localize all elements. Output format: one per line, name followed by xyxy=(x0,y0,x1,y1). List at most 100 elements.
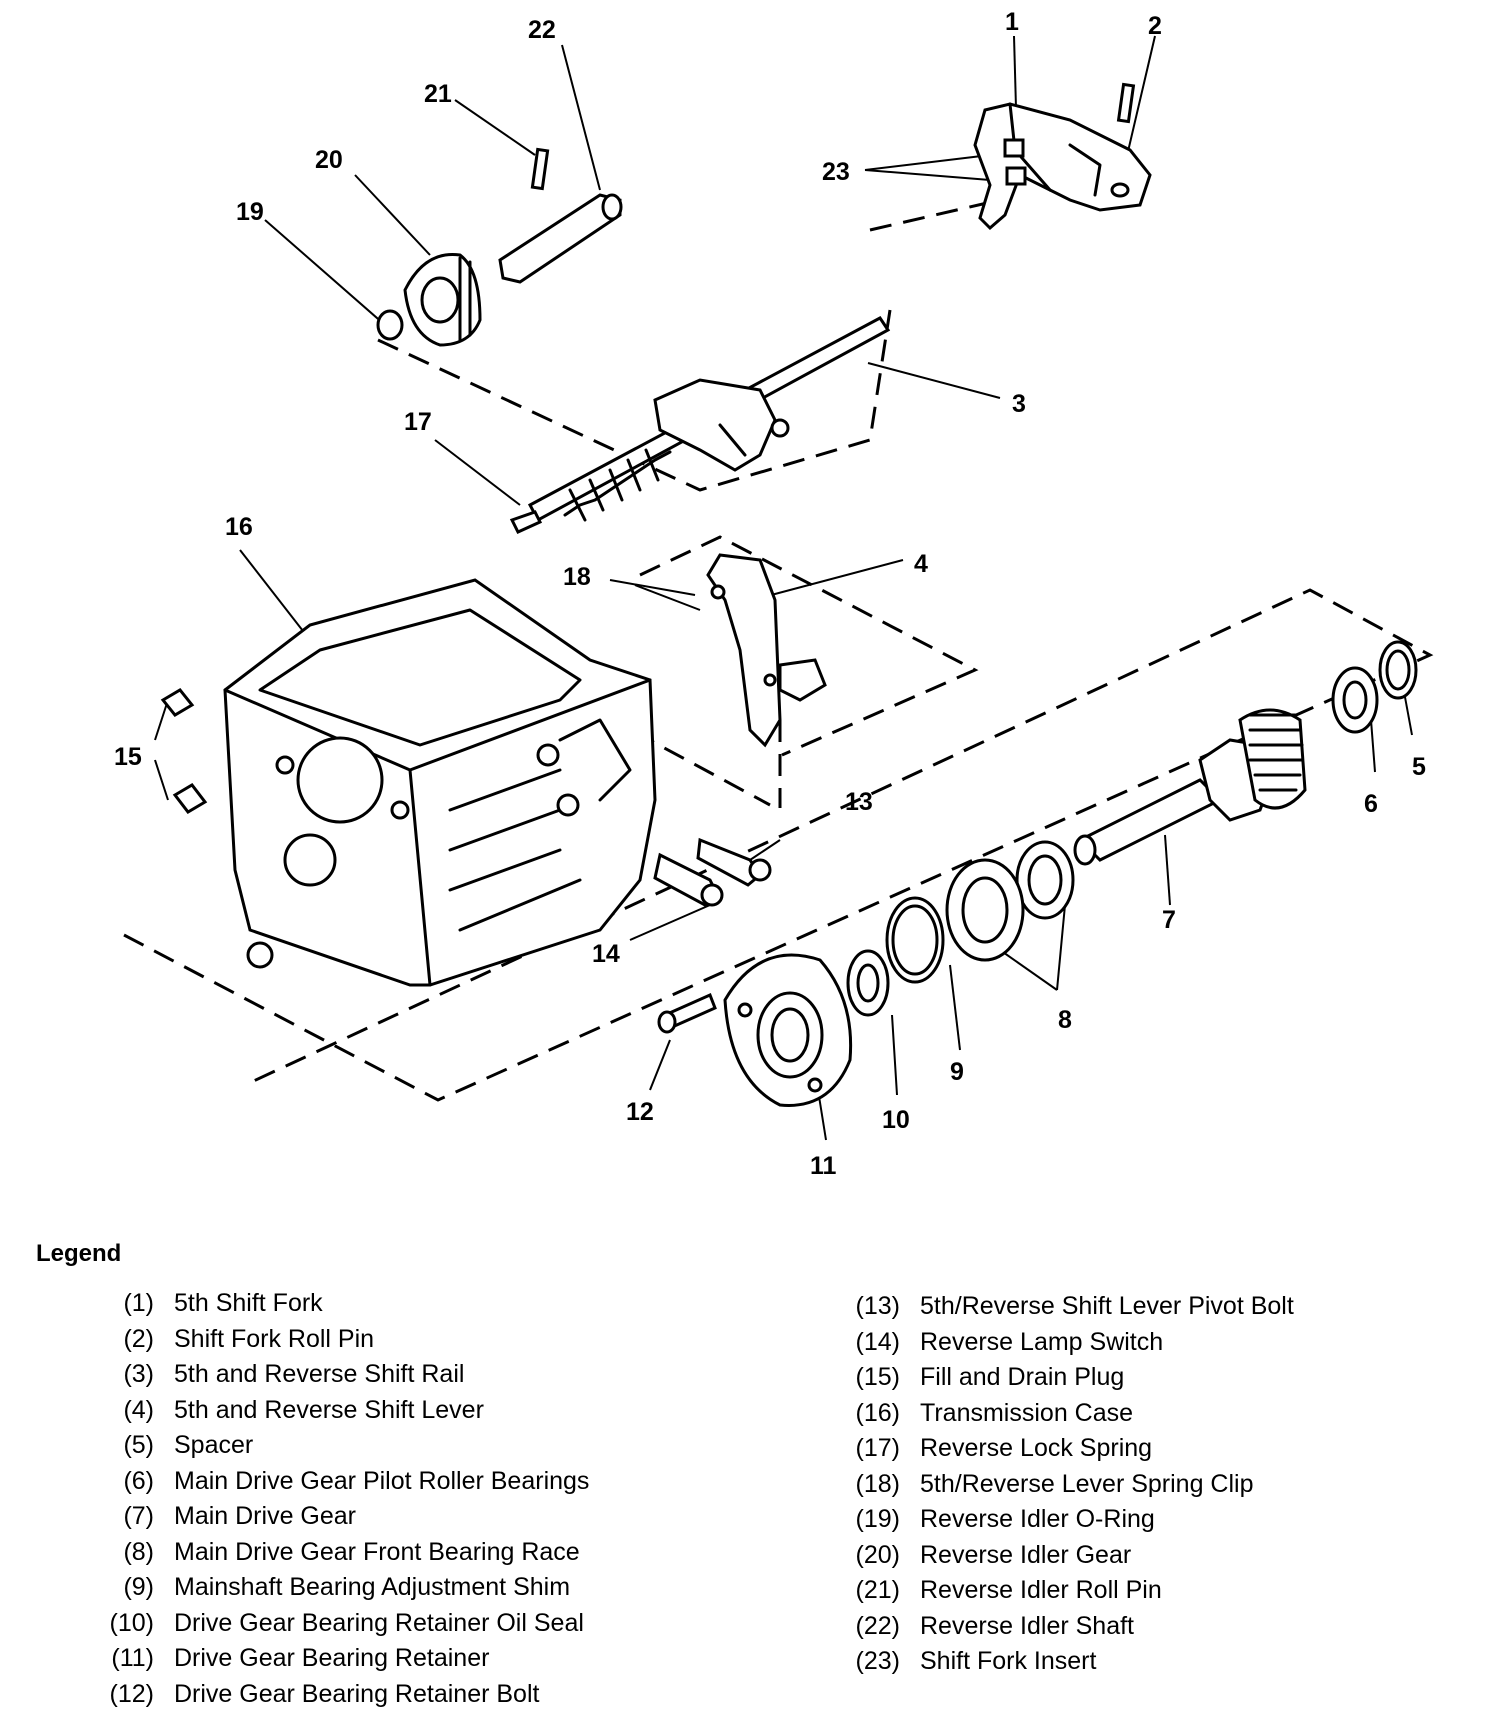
legend-item-number: (9) xyxy=(123,1573,154,1601)
legend-item-number: (12) xyxy=(109,1679,154,1708)
legend-item: (20)Reverse Idler Gear xyxy=(826,1539,1294,1575)
legend-item-number: (16) xyxy=(855,1398,900,1427)
callout-5: 5 xyxy=(1412,753,1426,781)
callout-1: 1 xyxy=(1005,8,1019,36)
bearing-race-part xyxy=(945,840,1075,962)
legend-item-label: Main Drive Gear Front Bearing Race xyxy=(174,1537,580,1566)
legend-item-number: (8) xyxy=(123,1537,154,1566)
reverse-idler-assembly xyxy=(376,147,623,347)
callout-6: 6 xyxy=(1364,790,1378,818)
legend-item-label: Fill and Drain Plug xyxy=(920,1363,1125,1391)
legend-item: (18) 5th/Reverse Lever Spring Clip xyxy=(826,1468,1294,1504)
legend-item-number: (10) xyxy=(109,1608,154,1637)
legend-item: (17) Reverse Lock Spring xyxy=(826,1432,1294,1468)
legend-item-number: (11) xyxy=(111,1644,154,1672)
callout-8: 8 xyxy=(1058,1006,1072,1034)
legend-column-left: (1)5th Shift Fork(2)Shift Fork Roll Pin(… xyxy=(80,1287,590,1714)
legend-item-number: (7) xyxy=(123,1502,154,1530)
legend-item-label: Main Drive Gear xyxy=(174,1502,356,1530)
spacer-part xyxy=(1378,640,1418,700)
legend-item-label: 5th and Reverse Shift Rail xyxy=(174,1360,465,1388)
legend-item-number: (18) xyxy=(855,1469,900,1498)
legend-item-label: Reverse Lock Spring xyxy=(920,1434,1153,1462)
callout-20: 20 xyxy=(315,146,343,174)
callout-4: 4 xyxy=(914,550,928,578)
callout-10: 10 xyxy=(882,1106,910,1134)
legend-item: (10) Drive Gear Bearing Retainer Oil Seal xyxy=(80,1607,589,1643)
legend-item: (6)Main Drive Gear Pilot Roller Bearings xyxy=(80,1465,589,1501)
legend-item: (7) Main Drive Gear xyxy=(80,1500,589,1536)
legend-item: (21)Reverse Idler Roll Pin xyxy=(826,1574,1294,1610)
legend-item: (12) Drive Gear Bearing Retainer Bolt xyxy=(80,1678,589,1714)
legend-item-number: (17) xyxy=(855,1434,900,1462)
roll-pin-part xyxy=(1116,82,1136,124)
legend-item: (8) Main Drive Gear Front Bearing Race xyxy=(80,1536,589,1572)
legend-item: (16) Transmission Case xyxy=(826,1397,1294,1433)
legend-item-label: Drive Gear Bearing Retainer xyxy=(174,1644,490,1672)
callout-13: 13 xyxy=(845,788,873,816)
legend-item: (4) 5th and Reverse Shift Lever xyxy=(80,1394,589,1430)
legend-item: (5)Spacer xyxy=(80,1429,589,1465)
legend-item-label: Drive Gear Bearing Retainer Oil Seal xyxy=(174,1608,584,1637)
legend-item-number: (4) xyxy=(123,1395,154,1424)
legend-item: (2) Shift Fork Roll Pin xyxy=(80,1323,589,1359)
callout-2: 2 xyxy=(1148,12,1162,40)
legend-item: (11) Drive Gear Bearing Retainer xyxy=(80,1642,589,1678)
callout-14: 14 xyxy=(592,940,620,968)
callout-11: 11 xyxy=(810,1152,837,1180)
pilot-roller-bearings-part xyxy=(1331,666,1379,734)
legend-item-number: (3) xyxy=(123,1360,154,1388)
legend-item-number: (21) xyxy=(855,1576,900,1604)
legend-item-number: (19) xyxy=(855,1505,900,1533)
legend-item-number: (15) xyxy=(855,1363,900,1391)
legend-item-label: Reverse Idler Shaft xyxy=(920,1611,1134,1640)
main-drive-gear-part xyxy=(1073,708,1307,866)
legend-title: Legend xyxy=(36,1240,122,1267)
shift-lever-part xyxy=(706,553,827,748)
legend-item-label: Shift Fork Insert xyxy=(920,1647,1097,1675)
callout-22: 22 xyxy=(528,16,556,44)
exploded-transmission-diagram: 1 2 3 4 5 6 7 8 9 10 11 12 13 14 15 16 1… xyxy=(114,8,1434,1180)
oil-seal-part xyxy=(846,949,890,1017)
transmission-case-part xyxy=(223,578,657,987)
legend-item: (1)5th Shift Fork xyxy=(80,1287,589,1323)
legend-item: (3) 5th and Reverse Shift Rail xyxy=(80,1358,589,1394)
legend-item-number: (20) xyxy=(855,1540,900,1569)
pivot-bolt-switch-parts xyxy=(653,837,772,907)
shift-rail-part xyxy=(509,316,891,534)
adjustment-shim-part xyxy=(885,896,945,984)
legend-item-label: Reverse Idler O-Ring xyxy=(920,1505,1155,1533)
legend-item: (13)5th/Reverse Shift Lever Pivot Bolt xyxy=(826,1290,1294,1326)
callout-19: 19 xyxy=(236,198,264,226)
parts-legend: Legend (1)5th Shift Fork(2) Shift Fork Ro… xyxy=(0,1230,1504,1710)
legend-item-number: (23) xyxy=(855,1647,900,1675)
callout-23: 23 xyxy=(822,158,850,186)
legend-item-label: Main Drive Gear Pilot Roller Bearings xyxy=(174,1466,590,1495)
legend-item-number: (2) xyxy=(123,1324,154,1353)
callout-15: 15 xyxy=(114,743,142,771)
legend-item-number: (22) xyxy=(855,1611,900,1640)
legend-item: (14) Reverse Lamp Switch xyxy=(826,1326,1294,1362)
legend-item-number: (13) xyxy=(855,1292,900,1320)
bearing-retainer-part xyxy=(723,953,853,1107)
callout-7: 7 xyxy=(1162,906,1176,934)
leader-lines xyxy=(154,35,1413,1141)
legend-item-label: 5th/Reverse Lever Spring Clip xyxy=(920,1469,1254,1498)
fill-drain-plugs-part xyxy=(160,688,208,814)
callout-16: 16 xyxy=(225,513,253,541)
legend-item-label: Reverse Lamp Switch xyxy=(920,1327,1164,1356)
legend-item: (19) Reverse Idler O-Ring xyxy=(826,1503,1294,1539)
shift-fork-part xyxy=(973,102,1152,231)
callout-numbers: 1 2 3 4 5 6 7 8 9 10 11 12 13 14 15 16 1… xyxy=(114,8,1426,1180)
legend-item-number: (5) xyxy=(123,1431,154,1459)
legend-item-label: Drive Gear Bearing Retainer Bolt xyxy=(174,1679,540,1708)
callout-21: 21 xyxy=(424,80,452,108)
callout-17: 17 xyxy=(404,408,432,436)
legend-item-number: (1) xyxy=(123,1289,154,1317)
legend-item-number: (14) xyxy=(855,1327,900,1356)
callout-3: 3 xyxy=(1012,390,1026,418)
legend-item-label: Shift Fork Roll Pin xyxy=(174,1324,375,1353)
legend-item-label: Transmission Case xyxy=(920,1398,1134,1427)
legend-item-label: 5th and Reverse Shift Lever xyxy=(174,1395,484,1424)
legend-item-label: Mainshaft Bearing Adjustment Shim xyxy=(174,1573,571,1601)
